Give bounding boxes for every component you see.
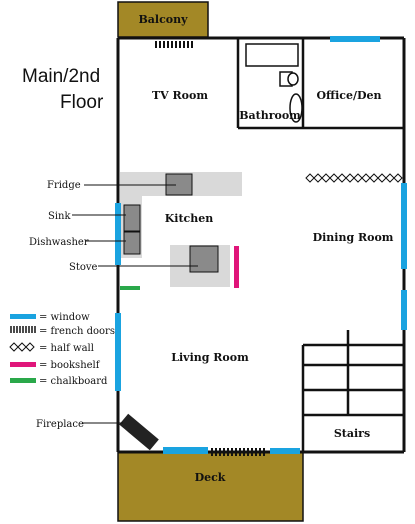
deck-area: [117, 451, 304, 522]
callout-fireplace: Fireplace: [36, 419, 84, 430]
legend-label-chalkboard: = chalkboard: [39, 376, 108, 387]
interior-walls: [236, 38, 404, 452]
callout-stove: Stove: [69, 262, 98, 273]
stove: [189, 245, 219, 273]
legend-label-half-wall: = half wall: [39, 343, 94, 354]
balcony-area: [117, 1, 209, 38]
room-label-tv-room: TV Room: [152, 89, 208, 102]
legend: = window = french doors = half wall = bo…: [9, 312, 115, 387]
room-label-bathroom: Bathroom: [239, 109, 301, 122]
callout-lines: [72, 184, 198, 424]
room-label-office: Office/Den: [316, 89, 381, 102]
room-label-kitchen: Kitchen: [165, 212, 214, 225]
windows: [115, 36, 407, 454]
legend-label-bookshelf: = bookshelf: [39, 360, 101, 371]
bookshelf: [234, 246, 239, 288]
floor-title-line2: Floor: [60, 92, 104, 113]
legend-label-french-doors: = french doors: [39, 326, 115, 337]
callout-dishwasher: Dishwasher: [29, 237, 89, 248]
legend-swatch-half-wall: [9, 342, 35, 352]
chalkboard: [120, 286, 140, 290]
dishwasher: [123, 231, 141, 255]
bathtub: [245, 43, 299, 67]
french-doors: [155, 41, 265, 456]
callout-fridge: Fridge: [47, 180, 81, 191]
room-label-deck: Deck: [195, 471, 226, 484]
legend-swatch-window: [10, 314, 36, 319]
legend-swatch-bookshelf: [10, 362, 36, 367]
legend-swatch-french-doors: [10, 326, 36, 333]
floor-title-line1: Main/2nd: [22, 66, 100, 87]
legend-swatch-chalkboard: [10, 378, 36, 383]
legend-label-window: = window: [39, 312, 90, 323]
half-wall: [305, 173, 403, 183]
room-label-balcony: Balcony: [138, 13, 188, 26]
fireplace: [119, 413, 159, 451]
sink: [123, 204, 141, 232]
room-label-living-room: Living Room: [171, 351, 249, 364]
room-label-stairs: Stairs: [334, 427, 370, 440]
stairs-treads: [303, 330, 404, 417]
callout-sink: Sink: [48, 211, 71, 222]
toilet-bowl: [287, 72, 299, 86]
room-label-dining-room: Dining Room: [313, 231, 394, 244]
bathroom-sink: [289, 93, 303, 123]
